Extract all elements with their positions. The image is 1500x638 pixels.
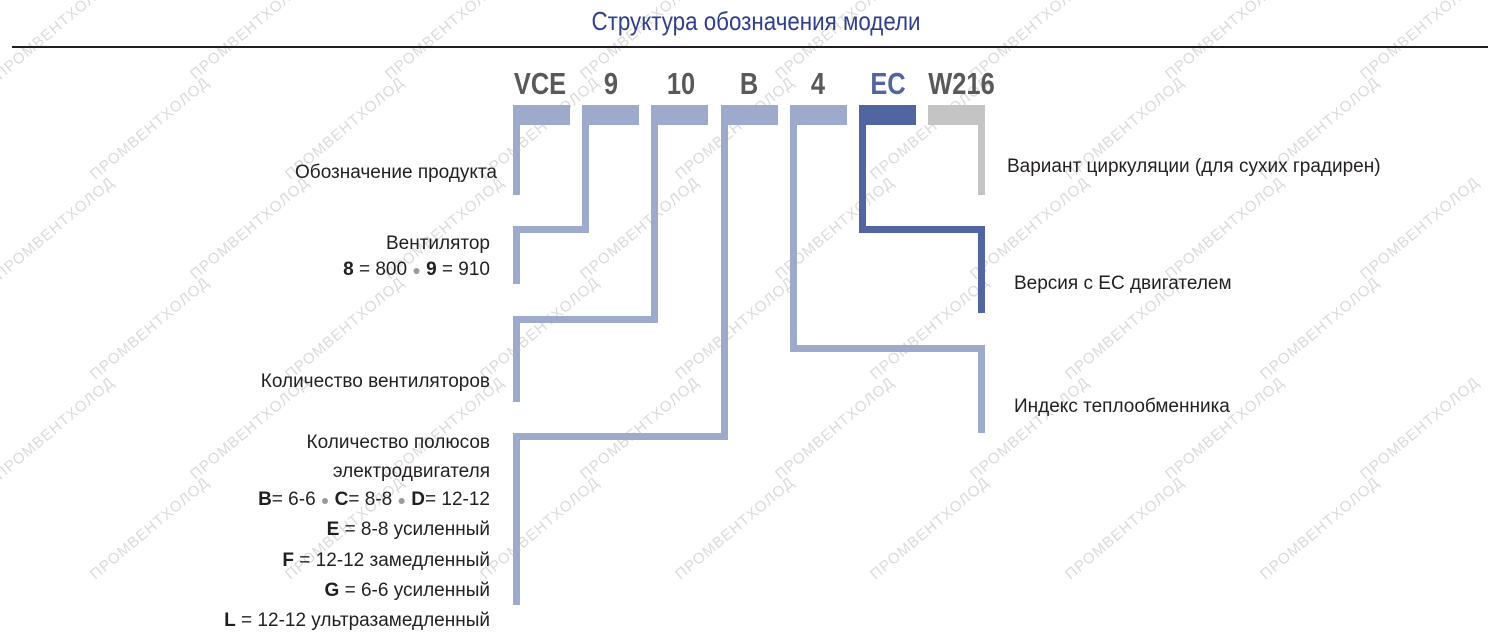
watermark-text: ПРОМВЕНТХОЛОД bbox=[477, 473, 603, 584]
bar-hx bbox=[790, 105, 847, 125]
bar-fan-count bbox=[651, 105, 708, 125]
connector-hx-vertical bbox=[790, 105, 797, 352]
watermark-text: ПРОМВЕНТХОЛОД bbox=[867, 273, 993, 384]
watermark-text: ПРОМВЕНТХОЛОД bbox=[1357, 373, 1483, 484]
bar-vce bbox=[513, 105, 570, 125]
watermark-text: ПРОМВЕНТХОЛОД bbox=[187, 173, 313, 284]
bar-ec bbox=[859, 105, 916, 125]
connector-ec-down bbox=[978, 226, 985, 313]
connector-fan-vertical bbox=[582, 105, 589, 233]
connector-fan-down bbox=[513, 226, 520, 284]
watermark-text: ПРОМВЕНТХОЛОД bbox=[577, 173, 703, 284]
code-ec: EC bbox=[870, 66, 906, 101]
connector-fan-count-vertical bbox=[651, 105, 658, 323]
watermark-text: ПРОМВЕНТХОЛОД bbox=[967, 373, 1093, 484]
code-fan-count: 10 bbox=[666, 66, 696, 101]
code-fan: 9 bbox=[603, 66, 619, 101]
watermark-text: ПРОМВЕНТХОЛОД bbox=[0, 373, 118, 484]
label-circulation: Вариант циркуляции (для сухих градирен) bbox=[1007, 156, 1381, 177]
bar-w216 bbox=[928, 105, 985, 125]
watermark-text: ПРОМВЕНТХОЛОД bbox=[87, 73, 213, 184]
code-w216: W216 bbox=[928, 66, 995, 101]
watermark-text: ПРОМВЕНТХОЛОД bbox=[1357, 173, 1483, 284]
watermark-text: ПРОМВЕНТХОЛОД bbox=[87, 273, 213, 384]
watermark-text: ПРОМВЕНТХОЛОД bbox=[672, 473, 798, 584]
watermark-text: ПРОМВЕНТХОЛОД bbox=[577, 373, 703, 484]
label-fan-count: Количество вентиляторов bbox=[260, 371, 490, 392]
connector-fan-count-down bbox=[513, 316, 520, 402]
label-fan: Вентилятор bbox=[385, 233, 490, 254]
bar-poles bbox=[721, 105, 778, 125]
connector-fan-count-horizontal bbox=[513, 316, 658, 323]
label-poles-line2: электродвигателя bbox=[332, 461, 490, 482]
watermark-text: ПРОМВЕНТХОЛОД bbox=[0, 0, 118, 84]
connector-fan-horizontal bbox=[513, 226, 589, 233]
bar-fan bbox=[582, 105, 639, 125]
connector-ec-vertical bbox=[859, 105, 866, 233]
code-hx: 4 bbox=[810, 66, 826, 101]
watermark-text: ПРОМВЕНТХОЛОД bbox=[1162, 373, 1288, 484]
connector-product bbox=[513, 105, 520, 195]
connector-poles-horizontal bbox=[513, 433, 728, 440]
label-poles-line1: Количество полюсов bbox=[306, 432, 490, 453]
watermark-text: ПРОМВЕНТХОЛОД bbox=[282, 273, 408, 384]
watermark-text: ПРОМВЕНТХОЛОД bbox=[1062, 473, 1188, 584]
connector-w216 bbox=[978, 105, 985, 195]
title-underline bbox=[12, 46, 1488, 48]
watermark-text: ПРОМВЕНТХОЛОД bbox=[672, 273, 798, 384]
label-poles-f: F = 12-12 замедленный bbox=[282, 550, 490, 571]
label-poles-options: B= 6-6 ● C= 8-8 ● D= 12-12 bbox=[258, 489, 490, 510]
watermark-text: ПРОМВЕНТХОЛОД bbox=[0, 173, 118, 284]
watermark-text: ПРОМВЕНТХОЛОД bbox=[772, 373, 898, 484]
watermark-text: ПРОМВЕНТХОЛОД bbox=[867, 473, 993, 584]
code-vce: VCE bbox=[513, 66, 567, 101]
connector-poles-vertical bbox=[721, 105, 728, 440]
connector-poles-down bbox=[513, 433, 520, 605]
watermark-text: ПРОМВЕНТХОЛОД bbox=[477, 273, 603, 384]
label-poles-g: G = 6-6 усиленный bbox=[324, 580, 490, 601]
watermark-text: ПРОМВЕНТХОЛОД bbox=[1257, 273, 1383, 384]
label-ec-version: Версия с ЕС двигателем bbox=[1014, 273, 1232, 294]
label-hx-index: Индекс теплообменника bbox=[1014, 396, 1230, 417]
label-fan-options: 8 = 800 ● 9 = 910 bbox=[343, 259, 490, 280]
watermark-text: ПРОМВЕНТХОЛОД bbox=[967, 173, 1093, 284]
code-poles: B bbox=[739, 66, 759, 101]
watermark-text: ПРОМВЕНТХОЛОД bbox=[1257, 473, 1383, 584]
label-product: Обозначение продукта bbox=[295, 162, 497, 183]
connector-hx-horizontal bbox=[790, 345, 985, 352]
page-title: Структура обозначения модели bbox=[591, 6, 921, 36]
label-poles-e: E = 8-8 усиленный bbox=[326, 519, 490, 540]
watermark-text: ПРОМВЕНТХОЛОД bbox=[87, 473, 213, 584]
label-poles-l: L = 12-12 ультразамедленный bbox=[224, 610, 490, 631]
connector-ec-horizontal bbox=[859, 226, 985, 233]
watermark-text: ПРОМВЕНТХОЛОД bbox=[1162, 173, 1288, 284]
connector-hx-down bbox=[978, 345, 985, 433]
